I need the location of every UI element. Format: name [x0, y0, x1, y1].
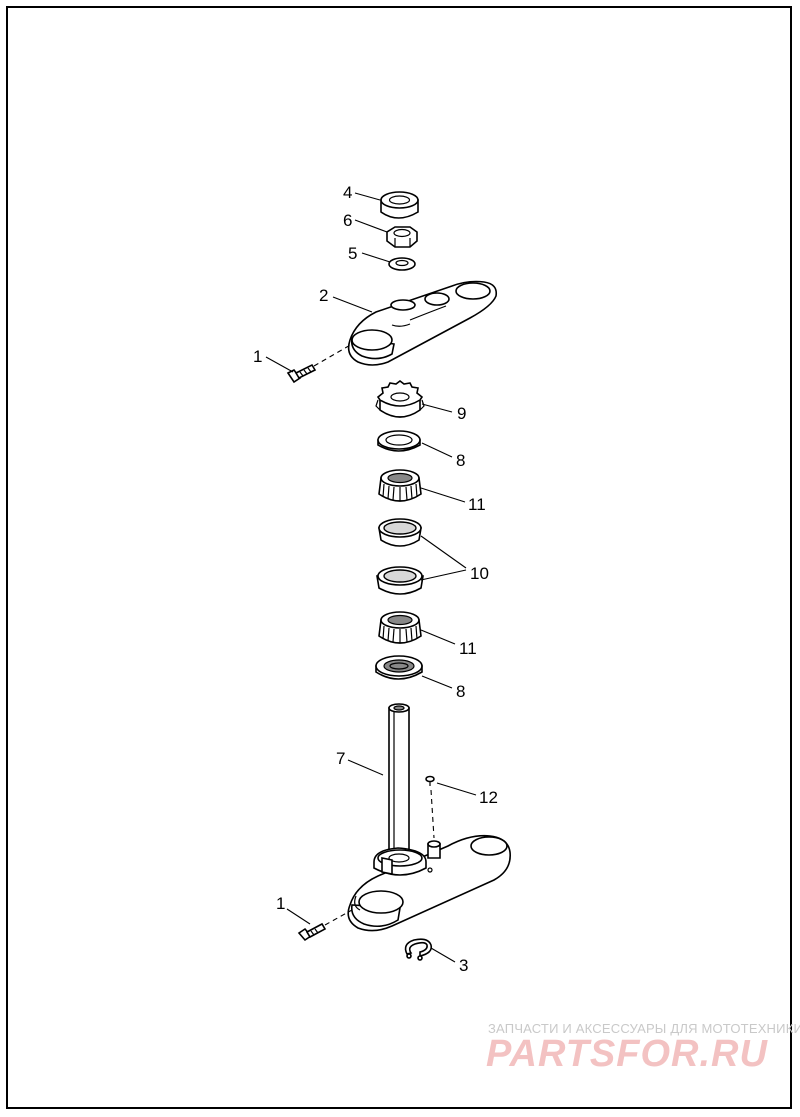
callout-8-bottom: 8 — [456, 682, 465, 701]
callout-11-top: 11 — [468, 495, 486, 514]
callout-11-bottom: 11 — [459, 639, 477, 658]
callout-10: 10 — [470, 564, 489, 583]
callout-5: 5 — [348, 244, 357, 263]
callout-1-bottom: 1 — [276, 894, 285, 913]
callout-6: 6 — [343, 211, 352, 230]
callout-8-top: 8 — [456, 451, 465, 470]
part-2-upper-bracket — [347, 280, 498, 366]
page-border — [6, 6, 792, 1109]
callout-3: 3 — [459, 956, 468, 975]
part-9-adjusting-nut — [375, 380, 425, 418]
callout-4: 4 — [343, 183, 352, 202]
part-11-top-bearing — [378, 469, 422, 502]
part-10-lower-race — [376, 566, 424, 595]
part-6-hex-nut — [386, 226, 418, 248]
part-12-fitting — [425, 775, 435, 839]
callout-1-top: 1 — [253, 347, 262, 366]
callout-2: 2 — [319, 286, 328, 305]
part-1-top-bolt — [286, 343, 353, 384]
watermark-logo: PARTSFOR.RU — [486, 1033, 768, 1075]
part-7-steering-stem — [347, 703, 511, 932]
part-10-upper-race — [378, 518, 422, 547]
callout-9: 9 — [457, 404, 466, 423]
callout-7: 7 — [336, 749, 345, 768]
part-8-bottom-seal — [375, 655, 423, 680]
part-4-cap — [380, 191, 419, 219]
part-3-circlip — [404, 938, 433, 961]
part-8-top-seal — [377, 430, 421, 452]
leader-lines — [265, 192, 477, 963]
watermark-tagline: ЗАПЧАСТИ И АКСЕССУАРЫ ДЛЯ МОТОТЕХНИКИ — [488, 1021, 800, 1036]
part-11-bottom-bearing — [378, 611, 422, 644]
callout-labels: 4 6 5 2 1 9 8 11 10 11 8 7 12 1 3 — [253, 183, 498, 975]
part-5-washer — [388, 257, 416, 271]
callout-12: 12 — [479, 788, 498, 807]
part-1-bottom-bolt — [297, 909, 353, 942]
